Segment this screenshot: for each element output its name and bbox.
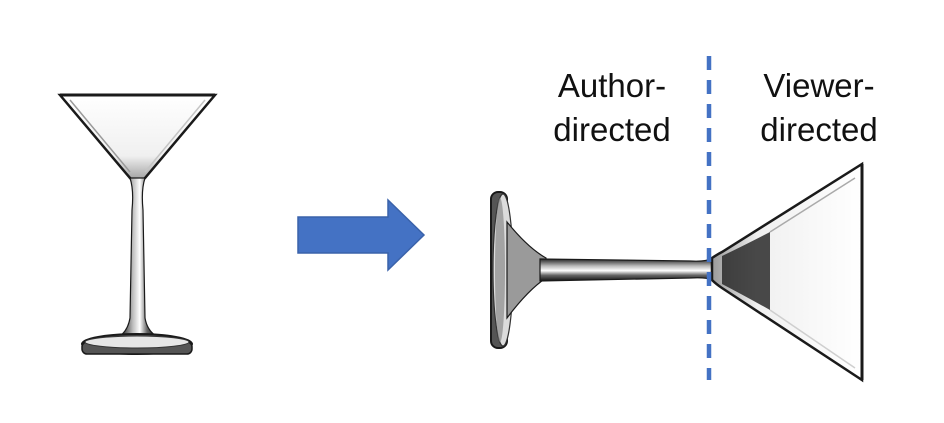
viewer-directed-label: Viewer- directed [760,67,878,148]
right-arrow-icon [297,198,426,272]
rotated-martini-glass-icon [490,161,864,383]
author-directed-label: Author- directed [553,67,671,148]
upright-martini-glass-icon [57,93,218,355]
